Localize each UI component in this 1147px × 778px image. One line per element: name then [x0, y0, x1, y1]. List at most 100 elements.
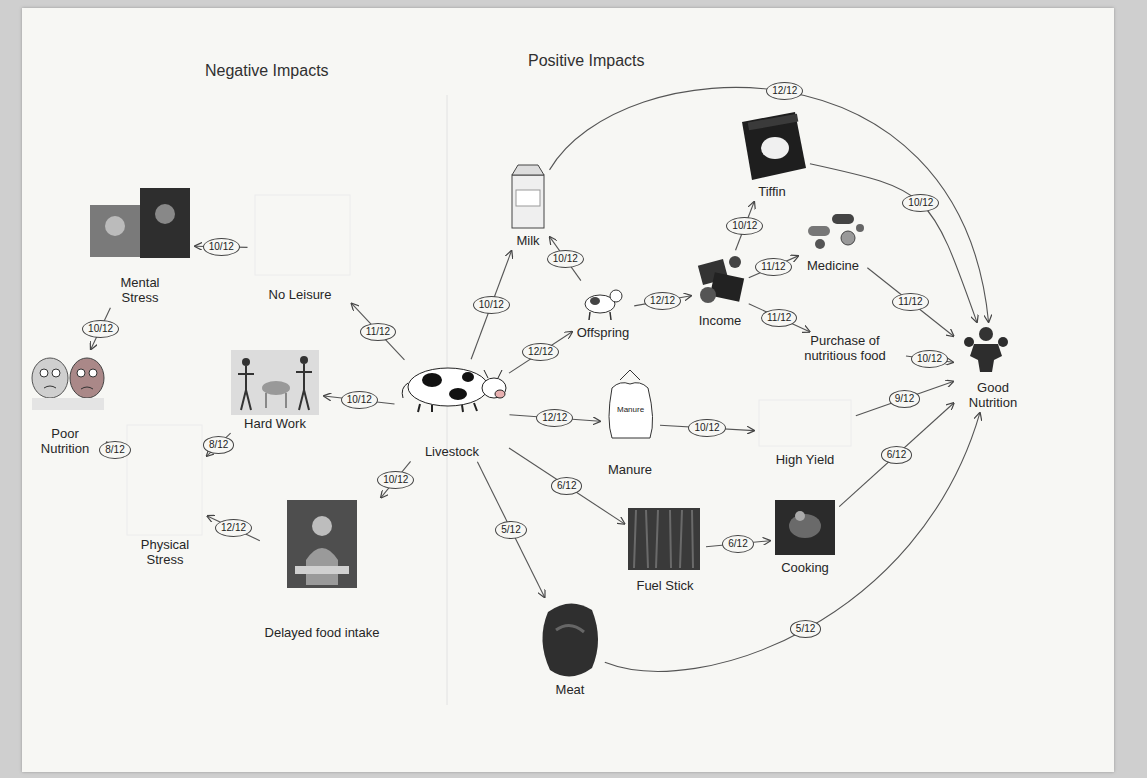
arrow-connector: [605, 413, 980, 671]
cooking-picture: [775, 500, 835, 555]
concept-node: Fuel Stick: [627, 508, 703, 593]
concept-node: Hard Work: [229, 350, 321, 431]
edge-score-label: 8/12: [99, 441, 130, 459]
node-label: High Yield: [760, 452, 850, 467]
sack-picture: [609, 370, 653, 438]
delayed-food-picture: [287, 500, 357, 588]
icon-space: [90, 185, 190, 275]
edge-score-label: 10/12: [547, 250, 584, 268]
concept-node: Milk: [508, 165, 548, 248]
concept-node: Meat: [538, 600, 602, 697]
income-picture: [698, 256, 744, 303]
node-label: Milk: [510, 233, 546, 248]
poor-nutrition-picture: [32, 358, 104, 410]
arrow-connector: [352, 303, 405, 359]
icon-space: [972, 325, 1014, 380]
edge-score-label: 10/12: [203, 238, 240, 256]
icon-space: [287, 500, 357, 625]
arrow-connector: [509, 448, 624, 524]
arrow-connector: [471, 251, 511, 359]
edge-score-label: 11/12: [360, 323, 396, 341]
node-label: Purchase of nutritious food: [789, 333, 901, 363]
concept-node: Delayed food intake: [263, 500, 382, 640]
edge-score-label: 5/12: [495, 521, 526, 539]
icon-space: [510, 165, 546, 233]
concept-node: Offspring: [575, 283, 632, 340]
node-label: No Leisure: [253, 287, 348, 302]
fuel-stick-picture: [628, 508, 700, 570]
edge-score-label: 11/12: [761, 309, 797, 327]
node-label: Tiffin: [739, 184, 805, 199]
concept-node: Physical Stress: [126, 425, 205, 567]
node-label: Mental Stress: [105, 275, 175, 305]
icon-space: [583, 283, 623, 325]
node-label: Fuel Stick: [629, 578, 701, 593]
blank-box: [255, 195, 350, 275]
icon-space: [803, 208, 863, 258]
icon-space: [128, 425, 203, 537]
node-label: Good Nutrition: [958, 380, 1028, 410]
node-label: Hard Work: [231, 416, 319, 431]
concept-node: Manure: [603, 370, 657, 477]
node-label: Poor Nutrition: [30, 426, 100, 456]
arrow-connector: [810, 164, 977, 322]
sack-label: Manure: [617, 405, 644, 414]
strong-figure-picture: [964, 327, 1008, 372]
meat-picture: [542, 603, 598, 676]
node-label: Meat: [540, 682, 600, 697]
concept-node: Tiffin: [737, 112, 807, 199]
icon-space: [759, 400, 851, 452]
section-heading: Negative Impacts: [205, 62, 329, 80]
edge-score-label: 12/12: [644, 292, 681, 310]
icon-space: [629, 508, 701, 578]
tiffin-picture: [742, 112, 806, 180]
edge-score-label: 6/12: [551, 477, 582, 495]
edge-score-label: 10/12: [377, 471, 414, 489]
icon-space: [739, 112, 805, 184]
edge-score-label: 8/12: [203, 436, 234, 454]
node-label: Manure: [605, 462, 655, 477]
arrow-connector: [509, 332, 572, 373]
node-label: Offspring: [577, 325, 630, 340]
edge-score-label: 11/12: [892, 293, 928, 311]
edge-score-label: 10/12: [473, 296, 510, 314]
cow-picture: [402, 368, 506, 412]
edge-score-label: 10/12: [82, 320, 119, 338]
concept-node: Good Nutrition: [956, 325, 1030, 410]
concept-node: Poor Nutrition: [26, 352, 105, 456]
section-heading: Positive Impacts: [528, 52, 644, 70]
icon-space: [605, 370, 655, 462]
node-label: Physical Stress: [130, 537, 200, 567]
milk-picture: [512, 165, 544, 228]
edge-score-label: 9/12: [889, 390, 920, 408]
edge-score-label: 12/12: [536, 409, 573, 427]
concept-node: Income: [694, 253, 746, 328]
edge-score-label: 10/12: [688, 419, 725, 437]
arrow-connector: [477, 462, 544, 598]
icon-space: [28, 352, 103, 426]
icon-space: [231, 350, 319, 416]
node-label: Delayed food intake: [265, 625, 380, 640]
concept-node: Medicine: [801, 208, 865, 273]
icon-space: [775, 500, 835, 560]
blank-box: [127, 425, 202, 535]
mental-stress-picture: [90, 188, 190, 258]
arrow-connector: [749, 256, 799, 278]
node-label: Medicine: [803, 258, 863, 273]
concept-node: Livestock: [398, 362, 507, 459]
arrow-connector: [867, 268, 953, 337]
icon-space: [696, 253, 744, 313]
edge-score-label: 11/12: [755, 258, 791, 276]
arrow-connector: [839, 403, 954, 507]
concept-node: Purchase of nutritious food: [787, 333, 903, 363]
blank-box: [759, 400, 851, 446]
medicine-picture: [808, 214, 864, 249]
icon-space: [253, 195, 348, 287]
node-label: Livestock: [400, 444, 505, 459]
edge-score-label: 10/12: [341, 391, 378, 409]
concept-node: No Leisure: [251, 195, 350, 302]
calf-picture: [585, 290, 622, 320]
edge-score-label: 6/12: [881, 446, 912, 464]
